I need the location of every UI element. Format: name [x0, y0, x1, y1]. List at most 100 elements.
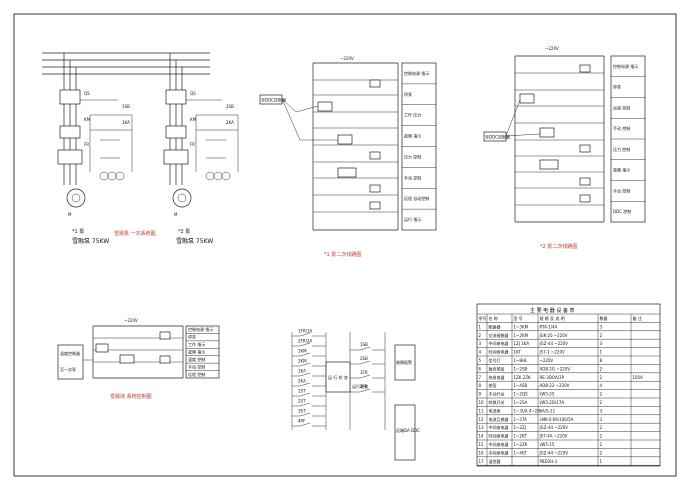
control-3-side-label: 工作 指示: [188, 341, 205, 347]
control-3-side-label: 故障 指示: [188, 349, 205, 355]
table-cell: 按钮: [489, 382, 497, 388]
table-cell: JGZ-44 ~220V: [539, 425, 569, 430]
control-2-side-label: 停泵: [613, 84, 621, 90]
control-3-title: 雪融液 系统控制图: [110, 393, 152, 400]
table-cell: 1: [479, 324, 482, 329]
table-cell: 6: [479, 366, 482, 371]
control-1-side-label: 故障 指示: [404, 133, 421, 139]
table-cell: 105A: [633, 375, 644, 380]
table-cell: 15: [479, 442, 485, 447]
table-cell: 电流互感器: [489, 416, 509, 422]
control-2-title: *2 泵二次线路图: [540, 243, 577, 250]
control-2-side-label: 故障 指示: [613, 167, 630, 173]
control-2-side-label: DDC 控制: [613, 208, 631, 214]
table-cell: 电流表: [489, 407, 501, 413]
table-cell: 4: [600, 383, 603, 388]
ddc-contact-label: 2SB: [360, 356, 368, 361]
label-fr: FR: [84, 142, 89, 147]
table-cell: 1KT: [514, 350, 522, 355]
control-1-voltage: ~220V: [340, 56, 354, 61]
table-cell: 2: [600, 333, 603, 338]
label-fr-2: FR: [190, 142, 195, 147]
primary-title: 雪融泵 一次系统图: [114, 230, 156, 237]
label-km: KM: [84, 117, 91, 122]
table-cell: 中间继电器: [489, 424, 509, 430]
table-cell: 2: [600, 392, 603, 397]
table-cell: 热继电器: [489, 374, 505, 380]
ddc-contact-label: 4PF: [298, 419, 306, 424]
ddc-mid-label: 运行状态: [352, 383, 368, 389]
control-1-side-label: 远程 自动控制: [404, 195, 429, 201]
table-cell: 2: [600, 442, 603, 447]
table-cell: JGZ-44 ~220V: [539, 341, 569, 346]
table-cell: 1~8HL: [514, 358, 528, 363]
control-3-left-box-line2: 至一次泵: [60, 366, 76, 372]
ddc-status-box: [325, 361, 351, 393]
table-cell: 2: [600, 366, 603, 371]
table-cell: JGK-20 ~220V: [539, 333, 568, 338]
control-1-title: *1 泵二次线路图: [324, 251, 361, 258]
table-cell: 2: [600, 400, 603, 405]
table-cell: 1~2SB: [514, 366, 528, 371]
table-cell: 复合按钮: [489, 365, 505, 371]
label-qs-2: QS: [190, 91, 196, 96]
table-cell: 2: [600, 450, 603, 455]
table-header-cell: 名 称: [489, 315, 498, 321]
ddc-contact-label: 2FR/2A: [298, 339, 313, 344]
table-cell: RE-3DOA/3P: [540, 375, 565, 380]
table-cell: 信号灯: [489, 357, 501, 363]
control-3-side-label: 远程 控制: [188, 371, 205, 377]
table-cell: LW5-2D/17A: [540, 400, 565, 405]
control-2-callout: 至DDC控制器: [485, 134, 510, 140]
pump-2-branch: QS KM FR 2SB 2KA M *2 泵 雪融泵 75KW: [163, 53, 239, 245]
ddc-contact-list: 1FR/1A2FR/2A1KM2KM1KA2KA1ST2ST3ST4PF1SB2…: [292, 329, 385, 427]
control-2-callout-box: [483, 131, 507, 142]
table-cell: 1ZK 2ZK: [514, 375, 531, 380]
table-cell: AD8-22 ~220V: [540, 383, 570, 388]
table-cell: 3: [479, 341, 482, 346]
ddc-contact-label: 1SB: [360, 342, 368, 347]
table-cell: 温控器: [489, 458, 501, 464]
table-cell: 3: [600, 417, 603, 422]
table-cell: 9: [479, 392, 482, 397]
table-cell: 13: [479, 425, 485, 430]
control-2-voltage: ~220V: [545, 46, 559, 51]
label-qs: QS: [84, 91, 90, 96]
table-cell: 12: [479, 417, 485, 422]
control-1-side-label: 工作 压力: [404, 112, 421, 118]
table-cell: PBD2H-1: [540, 459, 558, 464]
pump-2-motor: [172, 188, 192, 208]
ddc-contact-label: 1KM: [298, 349, 307, 354]
table-cell: JGZ-44 ~220V: [539, 450, 569, 455]
table-cell: 2: [600, 425, 603, 430]
label-2ka: 2KA: [226, 120, 234, 125]
control-3-side-label: 停泵: [188, 334, 196, 340]
table-header-cell: 型 号: [514, 315, 523, 321]
table-cell: 1~2ZK: [514, 442, 528, 447]
pump-1-power: 雪融泵 75KW: [72, 237, 109, 245]
table-cell: JS7-4A ~220V: [539, 434, 568, 439]
ddc-contact-label: 2KA: [298, 379, 306, 384]
control-3-left-box: [57, 344, 84, 380]
control-2-side-label: 手动 控制: [613, 187, 630, 193]
table-cell: 中间继电器: [489, 441, 509, 447]
table-cell: 交流接触器: [489, 332, 509, 338]
control-1-callout: 至DDC控制器: [261, 97, 286, 103]
table-header-cell: 备 注: [633, 315, 642, 321]
control-1-side-label: 压力 控制: [404, 153, 421, 159]
